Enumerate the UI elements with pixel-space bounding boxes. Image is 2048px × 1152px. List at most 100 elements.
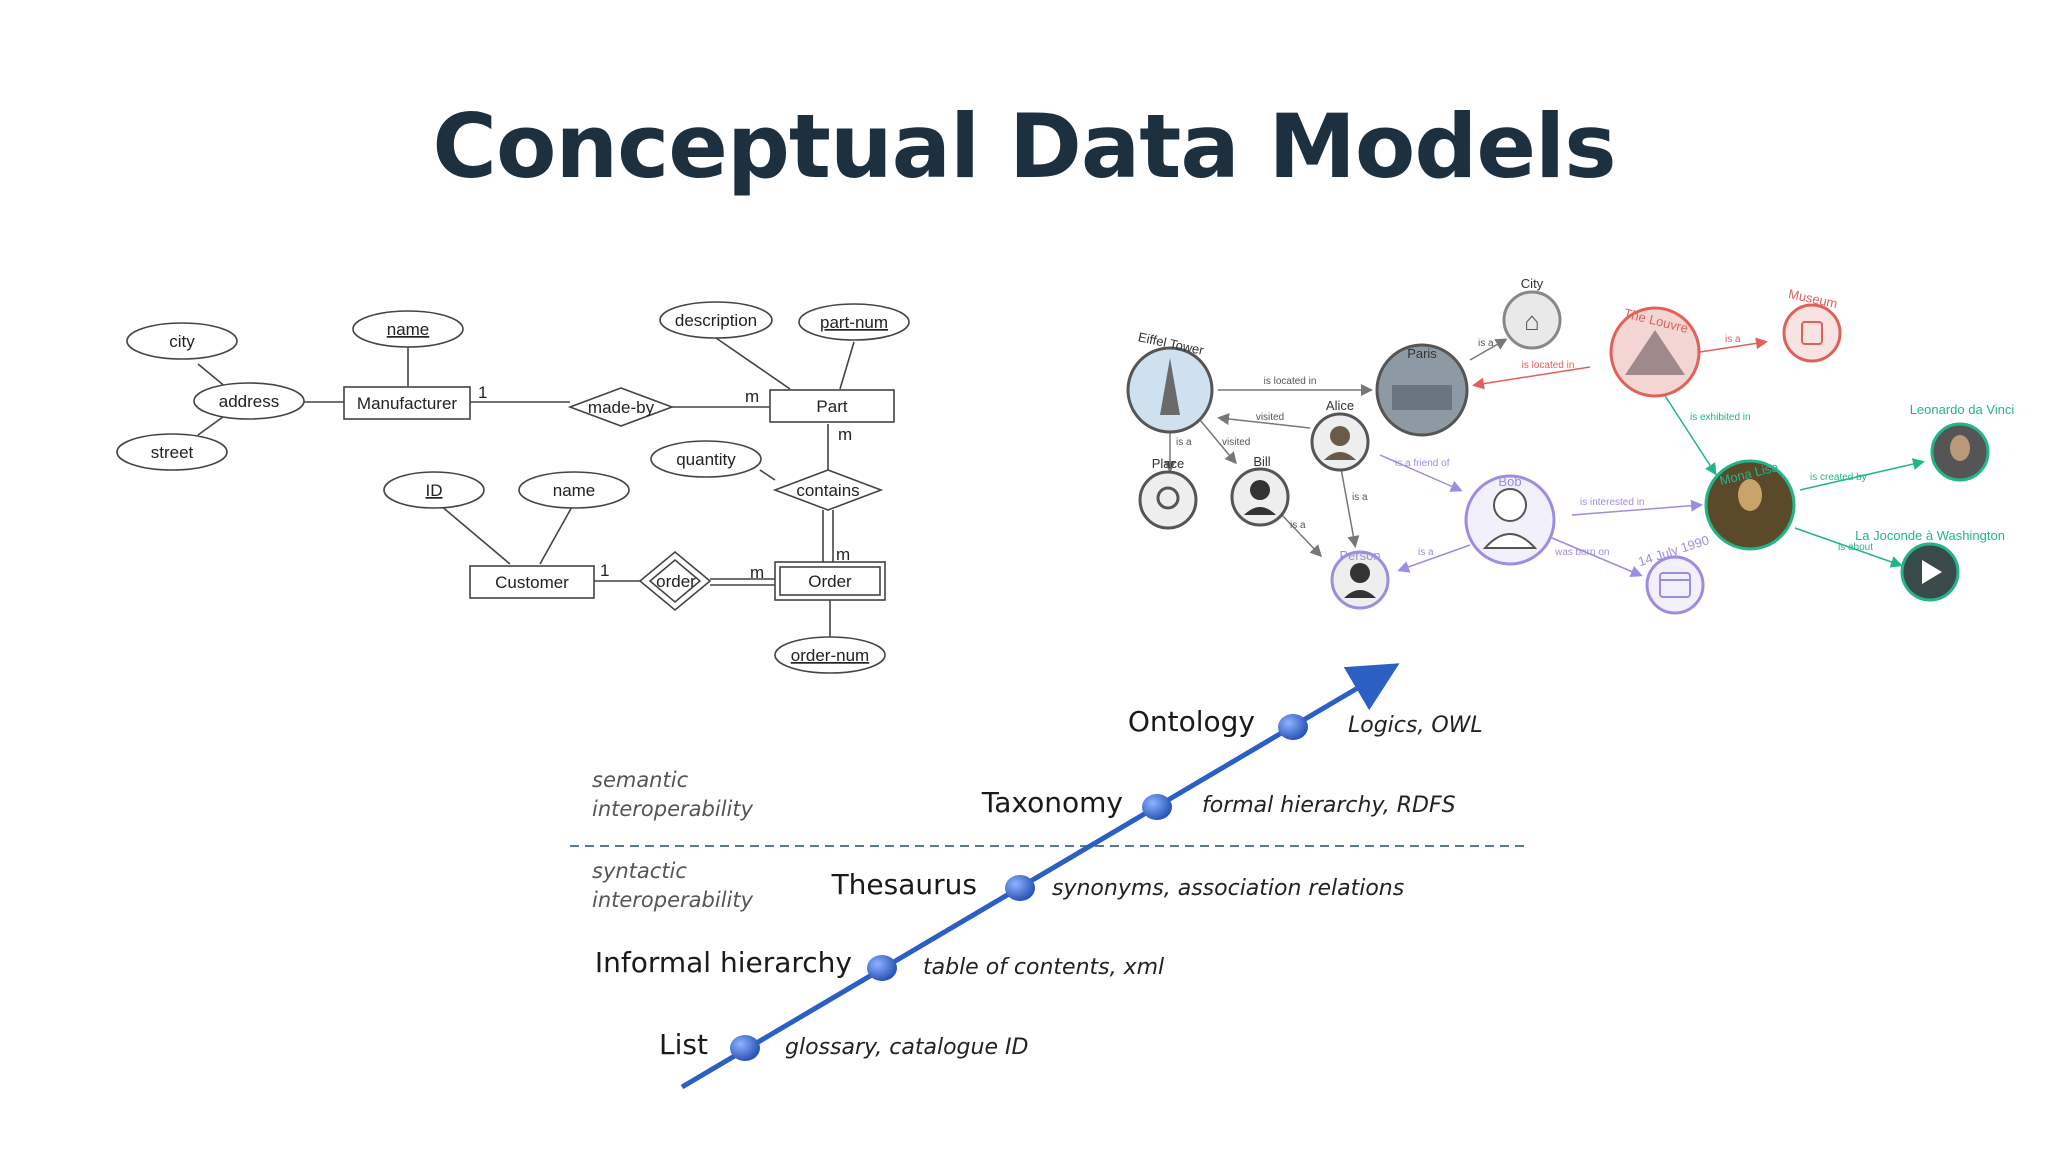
er-card: m	[745, 387, 759, 406]
zone-label-semantic: interoperability	[592, 797, 754, 821]
kg-edge-label: is about	[1838, 542, 1873, 553]
zone-label-syntactic: interoperability	[592, 888, 754, 912]
svg-text:ID: ID	[426, 481, 443, 500]
er-entity-part: Part	[769, 389, 895, 423]
svg-text:order: order	[656, 572, 696, 591]
er-rel-made-by: made-by	[567, 387, 675, 427]
kg-node-la-joconde: La Joconde à Washington	[1855, 528, 2005, 602]
zone-label-syntactic: syntactic	[592, 859, 687, 883]
er-card: m	[750, 563, 764, 582]
city-icon: ⌂	[1524, 306, 1540, 336]
svg-text:quantity: quantity	[676, 450, 736, 469]
kg-node-bill: Bill	[1230, 454, 1290, 527]
svg-text:Bill: Bill	[1253, 454, 1270, 469]
knowledge-graph: is located in is a is located in is a vi…	[1126, 276, 2015, 615]
er-card: 1	[600, 561, 609, 580]
svg-text:Alice: Alice	[1326, 398, 1354, 413]
svg-text:Part: Part	[816, 397, 847, 416]
semantic-ladder: semantic interoperability syntactic inte…	[570, 663, 1525, 1090]
kg-edge-label: is created by	[1810, 472, 1867, 483]
er-attr-manufacturer-name: name	[352, 310, 464, 348]
er-entity-customer: Customer	[469, 565, 595, 599]
svg-text:order-num: order-num	[791, 646, 869, 665]
er-attr-customer-name: name	[518, 471, 630, 509]
kg-node-alice: Alice	[1310, 398, 1370, 472]
kg-node-person: Person	[1330, 548, 1390, 610]
svg-text:Paris: Paris	[1407, 346, 1437, 361]
er-attr-address: address	[193, 382, 305, 420]
kg-node-leonardo: Leonardo da Vinci	[1910, 402, 2015, 482]
svg-text:table of contents, xml: table of contents, xml	[923, 955, 1164, 980]
slide-title: Conceptual Data Models	[432, 95, 1616, 198]
er-card: 1	[478, 383, 487, 402]
kg-edge-label: is a	[1725, 334, 1741, 345]
kg-node-paris: Paris	[1375, 343, 1469, 437]
er-attr-id: ID	[383, 471, 485, 509]
calendar-icon	[1659, 572, 1691, 598]
er-attr-quantity: quantity	[650, 440, 762, 478]
svg-text:Order: Order	[808, 572, 852, 591]
svg-text:glossary, catalogue ID: glossary, catalogue ID	[785, 1035, 1028, 1060]
kg-edge-label: was born on	[1554, 547, 1609, 558]
kg-node-museum: Museum	[1782, 286, 1842, 363]
svg-text:Place: Place	[1152, 456, 1185, 471]
ladder-level-informal-hierarchy: Informal hierarchy table of contents, xm…	[595, 946, 1164, 981]
kg-node-date: 14 July 1990	[1636, 532, 1711, 615]
svg-text:name: name	[553, 481, 596, 500]
place-pin-icon	[1156, 486, 1180, 510]
svg-text:contains: contains	[796, 481, 859, 500]
zone-label-semantic: semantic	[592, 768, 689, 792]
svg-text:Leonardo da Vinci: Leonardo da Vinci	[1910, 402, 2015, 417]
er-card: m	[838, 425, 852, 444]
er-attr-order-num: order-num	[774, 636, 886, 674]
ladder-level-taxonomy: Taxonomy formal hierarchy, RDFS	[981, 786, 1456, 820]
er-entity-order: Order	[774, 561, 886, 601]
er-card: m	[836, 545, 850, 564]
kg-edge-label: is a	[1352, 492, 1368, 503]
kg-edge-label: is exhibited in	[1690, 412, 1751, 423]
kg-edge-label: is a	[1290, 520, 1306, 531]
svg-text:Taxonomy: Taxonomy	[981, 786, 1123, 819]
svg-text:formal hierarchy, RDFS: formal hierarchy, RDFS	[1202, 793, 1456, 818]
kg-node-louvre: The Louvre	[1609, 305, 1701, 398]
ladder-level-thesaurus: Thesaurus synonyms, association relation…	[831, 868, 1404, 901]
er-attr-description: description	[659, 301, 773, 339]
svg-text:Bob: Bob	[1498, 474, 1521, 489]
svg-text:Manufacturer: Manufacturer	[357, 394, 457, 413]
svg-text:Thesaurus: Thesaurus	[831, 868, 977, 901]
er-attr-city: city	[126, 322, 238, 360]
er-entity-manufacturer: Manufacturer	[343, 386, 471, 420]
svg-text:Customer: Customer	[495, 573, 569, 592]
kg-edge-label: visited	[1256, 412, 1284, 423]
er-attr-part-num: part-num	[798, 303, 910, 341]
svg-text:address: address	[219, 392, 279, 411]
svg-text:street: street	[151, 443, 194, 462]
svg-text:List: List	[659, 1028, 708, 1061]
svg-text:City: City	[1521, 276, 1544, 291]
er-rel-contains: contains	[772, 469, 884, 511]
kg-edge-label: is interested in	[1580, 497, 1644, 508]
kg-node-city: ⌂ City	[1502, 276, 1562, 350]
svg-text:Informal hierarchy: Informal hierarchy	[595, 946, 852, 979]
ladder-level-ontology: Ontology Logics, OWL	[1128, 705, 1483, 740]
kg-node-place: Place	[1138, 456, 1198, 530]
kg-edge-label: visited	[1222, 437, 1250, 448]
svg-text:city: city	[169, 332, 195, 351]
kg-edge-label: is a	[1176, 437, 1192, 448]
svg-text:Logics, OWL: Logics, OWL	[1348, 713, 1483, 738]
ladder-level-list: List glossary, catalogue ID	[659, 1028, 1028, 1061]
kg-edge-label: is located in	[1264, 376, 1317, 387]
svg-text:part-num: part-num	[820, 313, 888, 332]
svg-text:La Joconde à Washington: La Joconde à Washington	[1855, 528, 2005, 543]
play-icon	[1922, 560, 1942, 584]
er-diagram: city address street name description par…	[116, 301, 910, 674]
kg-edge-label: is a	[1418, 547, 1434, 558]
svg-text:Person: Person	[1339, 548, 1380, 563]
kg-edge-label: is located in	[1522, 360, 1575, 371]
svg-text:name: name	[387, 320, 430, 339]
kg-edge-label: is a friend of	[1395, 458, 1450, 469]
kg-edge-label: is a	[1478, 338, 1494, 349]
museum-icon	[1801, 321, 1823, 345]
er-rel-order: order	[638, 550, 712, 612]
